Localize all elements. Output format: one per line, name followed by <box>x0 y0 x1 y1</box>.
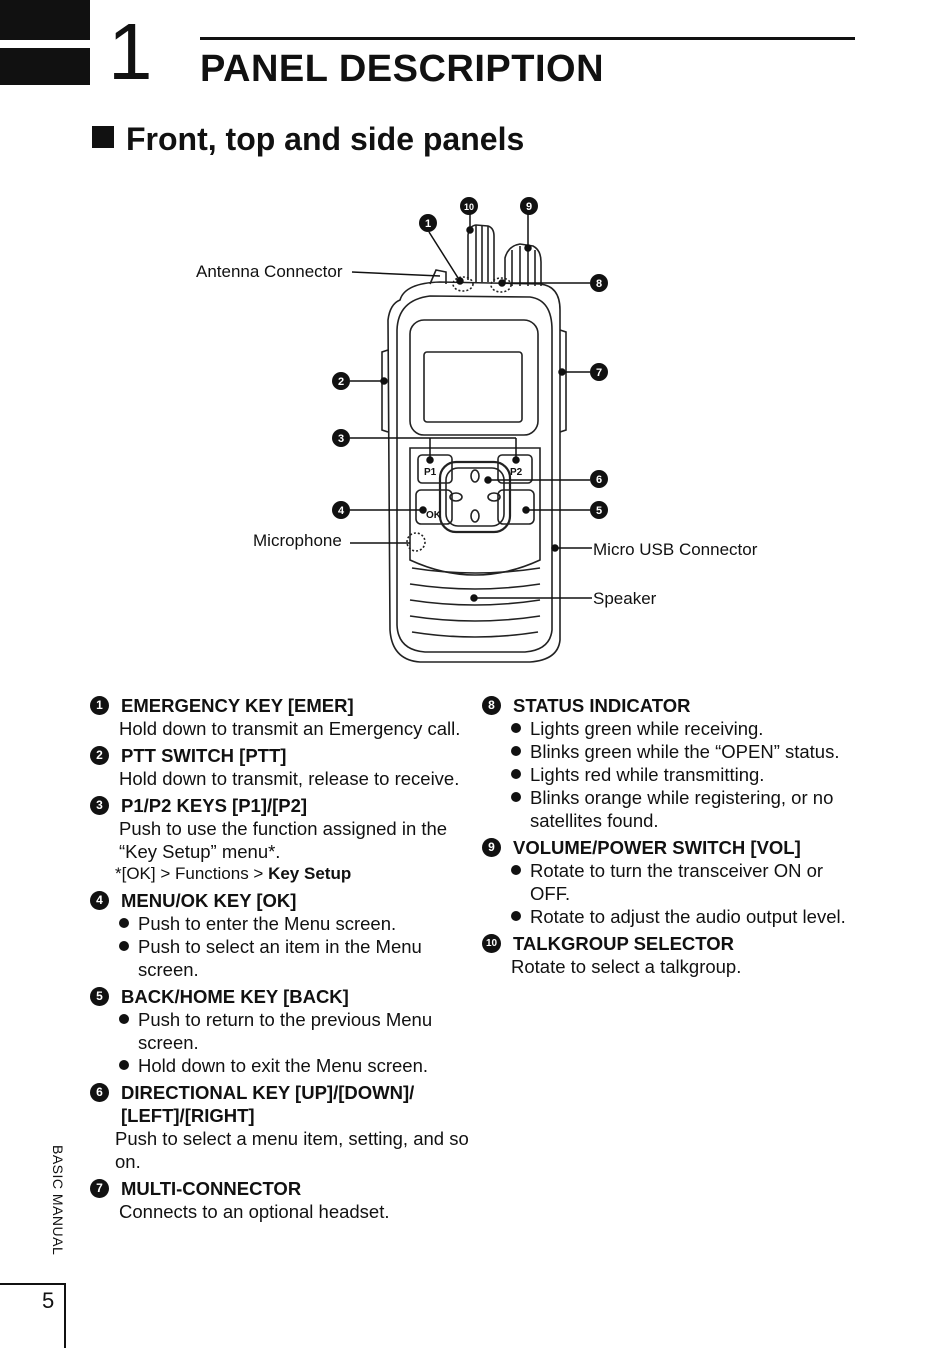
bullet-item: Blinks green while the “OPEN” status. <box>511 740 862 763</box>
item-number-badge: 1 <box>90 696 109 715</box>
svg-text:2: 2 <box>338 376 344 388</box>
list-item: 5 BACK/HOME KEY [BACK] Push to return to … <box>90 985 470 1077</box>
footer-rule-vertical <box>64 1283 66 1348</box>
item-title: DIRECTIONAL KEY [UP]/[DOWN]/ [LEFT]/[RIG… <box>121 1082 415 1126</box>
item-note: *[OK] > Functions > Key Setup <box>90 863 470 885</box>
item-title: MULTI-CONNECTOR <box>121 1178 302 1199</box>
page-number: 5 <box>42 1288 55 1313</box>
item-number-badge: 10 <box>482 934 501 953</box>
bullet-item: Push to return to the previous Menu scre… <box>119 1008 470 1054</box>
bullet-item: Rotate to turn the transceiver ON or OFF… <box>511 859 862 905</box>
micro-usb-connector-label: Micro USB Connector <box>593 540 758 559</box>
talkgroup-knob-drawing <box>467 224 495 282</box>
bullet-item: Rotate to adjust the audio output level. <box>511 905 862 928</box>
bullet-item: Lights red while transmitting. <box>511 763 862 786</box>
item-title: PTT SWITCH [PTT] <box>121 745 287 766</box>
bullet-list: Push to return to the previous Menu scre… <box>90 1008 470 1077</box>
callout-6-icon <box>590 470 608 488</box>
bullet-item: Push to select an item in the Menu scree… <box>119 935 470 981</box>
item-title: EMERGENCY KEY [EMER] <box>121 695 354 716</box>
item-list-left: 1 EMERGENCY KEY [EMER] Hold down to trans… <box>90 694 470 1227</box>
callout-1-icon <box>419 214 437 232</box>
item-description: Connects to an optional headset. <box>119 1201 390 1222</box>
chapter-tab-bar-top <box>0 0 90 40</box>
item-list-right: 8 STATUS INDICATOR Lights green while rec… <box>482 694 862 982</box>
item-number-badge: 4 <box>90 891 109 910</box>
section-square-icon <box>92 126 114 148</box>
header-rule <box>200 37 855 40</box>
callout-2-icon <box>332 372 350 390</box>
antenna-connector-label: Antenna Connector <box>196 262 343 281</box>
p2-key-label: P2 <box>510 467 523 478</box>
item-number-badge: 8 <box>482 696 501 715</box>
item-number-badge: 5 <box>90 987 109 1006</box>
bullet-list: Lights green while receiving. Blinks gre… <box>482 717 862 832</box>
list-item: 10 TALKGROUP SELECTOR Rotate to select a … <box>482 932 862 978</box>
svg-text:7: 7 <box>596 367 602 379</box>
list-item: 4 MENU/OK KEY [OK] Push to enter the Menu… <box>90 889 470 981</box>
callout-5-icon <box>590 501 608 519</box>
bullet-item: Blinks orange while registering, or no s… <box>511 786 862 832</box>
footer-rule <box>0 1283 64 1285</box>
item-title: VOLUME/POWER SWITCH [VOL] <box>513 837 801 858</box>
item-title: TALKGROUP SELECTOR <box>513 933 734 954</box>
item-number-badge: 7 <box>90 1179 109 1198</box>
list-item: 7 MULTI-CONNECTOR Connects to an optional… <box>90 1177 470 1223</box>
section-title-text: Front, top and side panels <box>126 121 525 157</box>
item-description: Push to use the function assigned in the… <box>119 818 448 862</box>
svg-text:5: 5 <box>596 505 602 517</box>
callout-7-icon <box>590 363 608 381</box>
item-description: Hold down to transmit an Emergency call. <box>119 718 461 739</box>
item-description: Hold down to transmit, release to receiv… <box>119 768 460 789</box>
svg-text:1: 1 <box>425 218 431 230</box>
p1-key-label: P1 <box>424 467 437 478</box>
item-description: Push to select a menu item, setting, and… <box>115 1128 469 1172</box>
callout-8-icon <box>590 274 608 292</box>
item-title: MENU/OK KEY [OK] <box>121 890 297 911</box>
list-item: 2 PTT SWITCH [PTT] Hold down to transmit,… <box>90 744 470 790</box>
item-title: STATUS INDICATOR <box>513 695 691 716</box>
volume-knob-drawing <box>504 243 542 286</box>
bullet-list: Push to enter the Menu screen. Push to s… <box>90 912 470 981</box>
svg-text:6: 6 <box>596 474 602 486</box>
radio-diagram: P1 P2 OK 1 2 3 4 5 6 7 8 9 10 <box>332 197 608 663</box>
list-item: 8 STATUS INDICATOR Lights green while rec… <box>482 694 862 832</box>
svg-text:3: 3 <box>338 433 344 445</box>
bullet-item: Lights green while receiving. <box>511 717 862 740</box>
chapter-tab-bar-bottom <box>0 48 90 85</box>
speaker-label: Speaker <box>593 589 657 608</box>
callout-10-icon <box>460 197 478 215</box>
ok-key-label: OK <box>426 510 442 521</box>
item-number-badge: 2 <box>90 746 109 765</box>
list-item: 9 VOLUME/POWER SWITCH [VOL] Rotate to tur… <box>482 836 862 928</box>
item-description: Rotate to select a talkgroup. <box>511 956 742 977</box>
svg-text:4: 4 <box>338 505 345 517</box>
svg-text:10: 10 <box>464 202 474 212</box>
list-item: 6 DIRECTIONAL KEY [UP]/[DOWN]/ [LEFT]/[RI… <box>90 1081 470 1173</box>
bullet-item: Push to enter the Menu screen. <box>119 912 470 935</box>
page-title: PANEL DESCRIPTION <box>200 48 605 90</box>
item-number-badge: 3 <box>90 796 109 815</box>
section-title: Front, top and side panels <box>92 121 524 158</box>
side-tab-label: BASIC MANUAL <box>50 1145 66 1256</box>
svg-text:9: 9 <box>526 201 532 213</box>
list-item: 3 P1/P2 KEYS [P1]/[P2] Push to use the fu… <box>90 794 470 885</box>
radio-body-outline <box>387 281 561 663</box>
list-item: 1 EMERGENCY KEY [EMER] Hold down to trans… <box>90 694 470 740</box>
note-bold: Key Setup <box>268 864 352 883</box>
speaker-grille-drawing <box>409 567 541 638</box>
note-path: *[OK] > Functions > <box>115 864 269 883</box>
chapter-number: 1 <box>108 7 153 96</box>
item-number-badge: 9 <box>482 838 501 857</box>
microphone-label: Microphone <box>253 531 342 550</box>
callout-4-icon <box>332 501 350 519</box>
callout-3-icon <box>332 429 350 447</box>
bullet-item: Hold down to exit the Menu screen. <box>119 1054 470 1077</box>
item-title: P1/P2 KEYS [P1]/[P2] <box>121 795 308 816</box>
bullet-list: Rotate to turn the transceiver ON or OFF… <box>482 859 862 928</box>
item-title: BACK/HOME KEY [BACK] <box>121 986 349 1007</box>
callout-9-icon <box>520 197 538 215</box>
svg-text:8: 8 <box>596 278 602 290</box>
item-number-badge: 6 <box>90 1083 109 1102</box>
